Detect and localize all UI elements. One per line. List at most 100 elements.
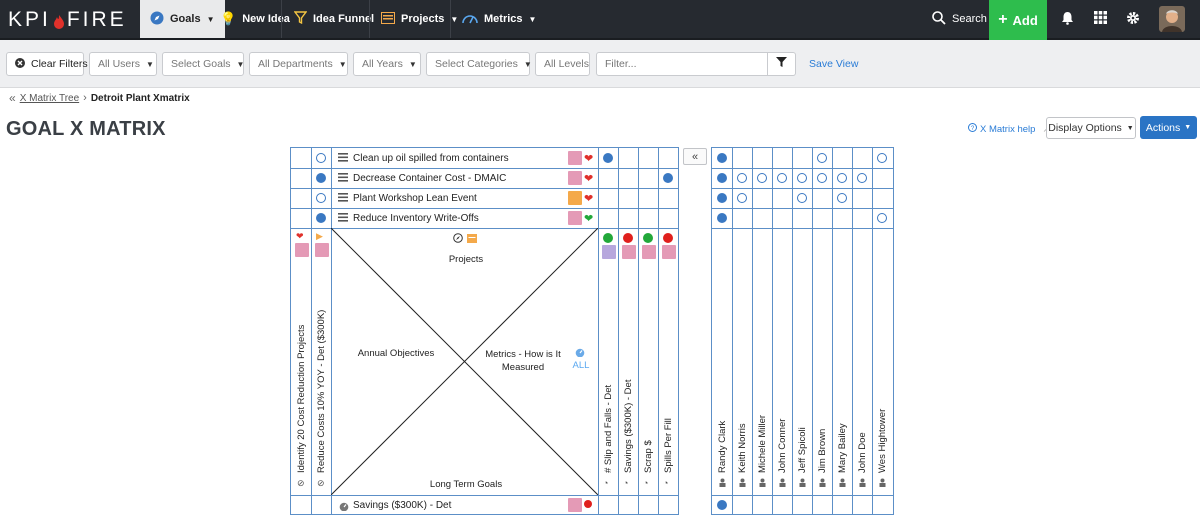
apps-button[interactable] [1082, 0, 1118, 38]
filter-button[interactable] [768, 52, 796, 76]
assignment-dot[interactable] [737, 193, 747, 203]
user-avatar[interactable] [1152, 0, 1192, 38]
person-label[interactable]: John Conner [777, 418, 788, 473]
save-view-link[interactable]: Save View [809, 58, 859, 70]
nav-new-idea[interactable]: 💡 New Idea [220, 11, 290, 26]
departments-filter[interactable]: All Departments▼ [249, 52, 348, 76]
kpifire-logo[interactable]: KPI FIRE [8, 8, 127, 31]
nav-metrics[interactable]: Metrics▼ [452, 0, 546, 38]
long-term-goal-label[interactable]: Savings ($300K) - Det [353, 500, 452, 511]
assignment-dot[interactable] [797, 173, 807, 183]
user-icon [778, 478, 787, 489]
filter-input[interactable] [596, 52, 768, 76]
chevron-down-icon: ▼ [523, 59, 532, 69]
xmatrix-help-link[interactable]: ? X Matrix help ↗ [968, 123, 1050, 135]
nav-search[interactable]: Search [922, 0, 997, 38]
assignment-dot[interactable] [717, 173, 727, 183]
assignment-dot[interactable] [837, 193, 847, 203]
metric-color-swatch [622, 245, 636, 259]
person-label[interactable]: Keith Norris [737, 423, 748, 473]
correlation-dot[interactable] [663, 173, 673, 183]
assignment-dot[interactable] [877, 153, 887, 163]
bell-icon [1061, 11, 1074, 28]
assignment-dot[interactable] [857, 173, 867, 183]
correlation-dot[interactable] [316, 213, 326, 223]
project-label[interactable]: Plant Workshop Lean Event [353, 193, 477, 204]
years-filter[interactable]: All Years▼ [353, 52, 421, 76]
person-label[interactable]: Wes Hightower [877, 408, 888, 473]
project-color-swatch [568, 151, 582, 165]
assignment-dot[interactable] [817, 153, 827, 163]
assignment-dot[interactable] [797, 193, 807, 203]
goals-filter[interactable]: Select Goals▼ [162, 52, 244, 76]
double-chevron-left-icon: « [9, 91, 16, 105]
annual-objective-label[interactable]: Identify 20 Cost Reduction Projects [296, 324, 307, 473]
gauge-icon [339, 500, 349, 514]
nav-idea-funnel[interactable]: Idea Funnel [284, 0, 384, 38]
correlation-dot[interactable] [316, 193, 326, 203]
user-icon [858, 478, 867, 489]
assignment-dot[interactable] [817, 173, 827, 183]
list-icon [338, 173, 348, 184]
assignment-dot[interactable] [717, 500, 727, 510]
metric-label[interactable]: Scrap $ [643, 440, 654, 473]
add-button[interactable]: +Add [989, 0, 1047, 40]
nav-projects[interactable]: Projects▼ [371, 0, 468, 38]
gauge-icon: ◔ [663, 478, 669, 488]
collapse-people-button[interactable]: « [683, 148, 707, 165]
assignment-dot[interactable] [717, 193, 727, 203]
metrics-all-link[interactable]: ALL [572, 360, 590, 371]
person-label[interactable]: Randy Clark [717, 420, 728, 473]
display-options-button[interactable]: Display Options▼ [1046, 117, 1136, 139]
levels-filter[interactable]: All Levels [535, 52, 590, 76]
assignment-dot[interactable] [837, 173, 847, 183]
assignment-dot[interactable] [717, 153, 727, 163]
actions-button[interactable]: Actions▼ [1140, 116, 1197, 139]
compass-icon [453, 232, 463, 246]
project-label[interactable]: Decrease Container Cost - DMAIC [353, 173, 507, 184]
caret-down-icon: ▼ [1184, 124, 1192, 131]
chevron-down-icon: ▼ [146, 59, 154, 69]
nav-goals[interactable]: Goals▼ [140, 0, 225, 38]
clear-filters-button[interactable]: Clear Filters [6, 52, 88, 76]
notifications-button[interactable] [1049, 0, 1085, 38]
correlation-dot[interactable] [603, 153, 613, 163]
user-icon [838, 478, 847, 489]
double-chevron-left-icon: « [691, 150, 699, 163]
metric-label[interactable]: # Slip and Falls - Det [603, 384, 614, 473]
person-label[interactable]: Michele Miller [757, 414, 768, 473]
project-color-swatch [568, 211, 582, 225]
assignment-dot[interactable] [737, 173, 747, 183]
list-icon [338, 153, 348, 164]
assignment-dot[interactable] [717, 213, 727, 223]
people-grid: Randy Clark Keith Norris Michele Miller Joh… [711, 147, 894, 515]
assignment-dot[interactable] [757, 173, 767, 183]
project-label[interactable]: Reduce Inventory Write-Offs [353, 213, 479, 224]
chevron-right-icon: › [83, 92, 87, 104]
assignment-dot[interactable] [777, 173, 787, 183]
correlation-dot[interactable] [316, 153, 326, 163]
annual-objective-label[interactable]: Reduce Costs 10% YOY - Det ($300K) [316, 309, 327, 473]
categories-filter[interactable]: Select Categories▼ [426, 52, 532, 76]
grid-icon [1093, 11, 1107, 27]
chevron-down-icon: ▼ [408, 59, 417, 69]
settings-button[interactable] [1115, 0, 1151, 38]
person-label[interactable]: Mary Bailey [837, 423, 848, 473]
person-label[interactable]: Jim Brown [817, 428, 828, 473]
projects-icon [467, 232, 477, 246]
metric-label[interactable]: Savings ($300K) - Det [623, 379, 634, 473]
assignment-dot[interactable] [877, 213, 887, 223]
project-label[interactable]: Clean up oil spilled from containers [353, 153, 509, 164]
plus-icon: + [998, 11, 1008, 28]
metric-label[interactable]: Spills Per Fill [663, 418, 674, 473]
broken-heart-icon: ❤ [584, 173, 594, 185]
users-filter[interactable]: All Users▼ [89, 52, 157, 76]
metric-color-swatch [602, 245, 616, 259]
correlation-dot[interactable] [316, 173, 326, 183]
compass-icon [150, 11, 164, 28]
lightbulb-icon: 💡 [220, 11, 237, 26]
person-label[interactable]: John Doe [857, 432, 868, 473]
breadcrumb-parent-link[interactable]: X Matrix Tree [19, 92, 80, 104]
person-label[interactable]: Jeff Spicoli [797, 427, 808, 473]
ban-icon: ⊘ [297, 478, 305, 488]
